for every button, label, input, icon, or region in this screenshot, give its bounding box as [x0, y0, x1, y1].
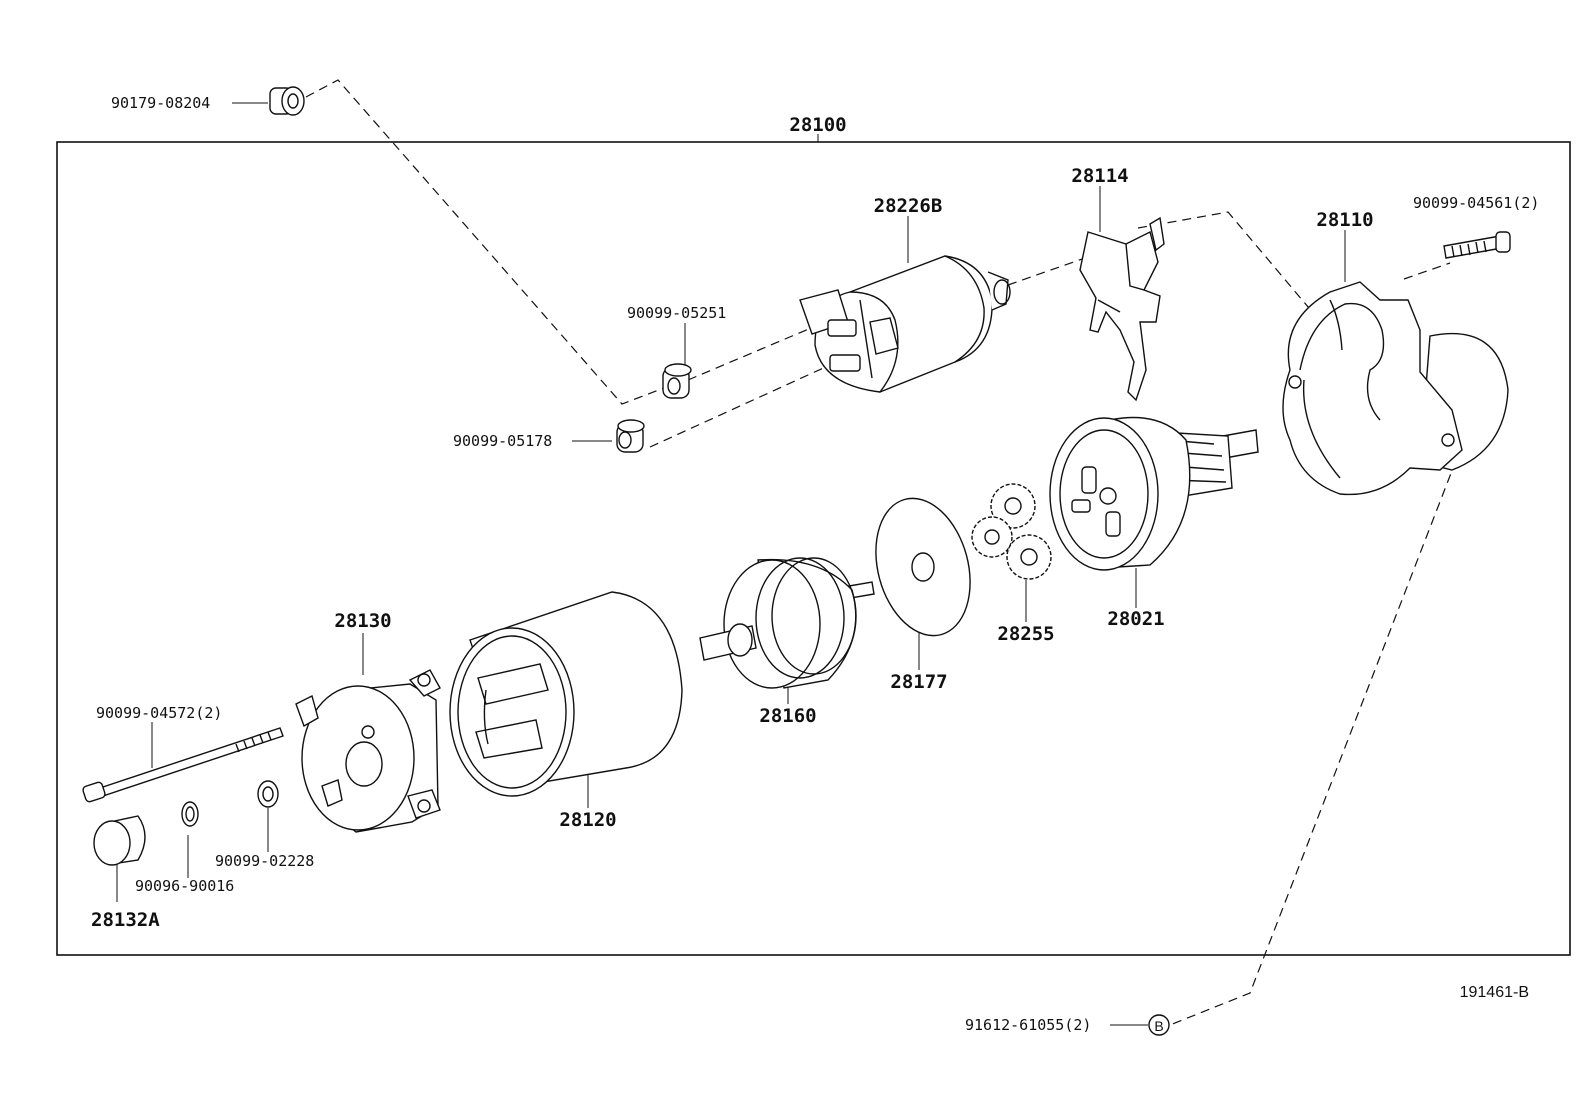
label-28021: 28021	[1107, 608, 1164, 630]
circled-marker-B: B	[1148, 1014, 1170, 1036]
bolt-90099-04572	[82, 727, 284, 803]
yoke-28120	[449, 591, 683, 797]
circled-marker-letter: B	[1154, 1018, 1163, 1034]
label-91612-61055: 91612-61055(2)	[965, 1016, 1091, 1034]
label-90099-05251: 90099-05251	[627, 304, 726, 322]
end-frame-28130	[295, 669, 441, 833]
label-28177: 28177	[890, 671, 947, 693]
label-90099-04561: 90099-04561(2)	[1413, 194, 1539, 212]
label-90099-02228: 90099-02228	[215, 852, 314, 870]
cap-28132A	[93, 815, 146, 866]
nut-90099-05178	[616, 419, 645, 453]
label-28120: 28120	[559, 809, 616, 831]
nut-90099-05251	[662, 363, 692, 399]
label-28130: 28130	[334, 610, 391, 632]
label-90096-90016: 90096-90016	[135, 877, 234, 895]
label-28110: 28110	[1316, 209, 1373, 231]
drawing-id: 191461-B	[1460, 984, 1529, 1001]
armature-28160	[699, 557, 875, 689]
label-28226B: 28226B	[874, 195, 943, 217]
clutch-28021	[1049, 416, 1259, 571]
label-28132A: 28132A	[91, 909, 160, 931]
gears-28255	[971, 483, 1052, 580]
label-28160: 28160	[759, 705, 816, 727]
assembly-frame	[56, 141, 1571, 956]
lever-28114	[1079, 216, 1165, 402]
housing-28110	[1282, 281, 1509, 496]
washer-90099-02228	[257, 780, 279, 808]
label-28114: 28114	[1071, 165, 1128, 187]
nut-90179-08204	[269, 86, 305, 116]
label-28255: 28255	[997, 623, 1054, 645]
bolt-90099-04561	[1443, 231, 1511, 259]
solenoid-28226B	[799, 255, 1011, 393]
plate-28177	[875, 497, 971, 637]
label-assembly-28100: 28100	[789, 114, 846, 136]
label-90179-08204: 90179-08204	[111, 94, 210, 112]
dashed-connection-lines	[305, 79, 1461, 1026]
label-90099-05178: 90099-05178	[453, 432, 552, 450]
oring-90096-90016	[181, 801, 199, 827]
label-90099-04572: 90099-04572(2)	[96, 704, 222, 722]
